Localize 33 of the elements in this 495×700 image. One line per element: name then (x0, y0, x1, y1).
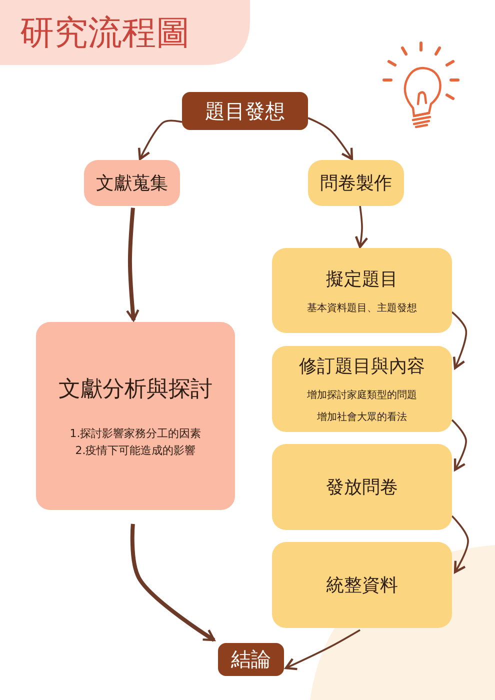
step-badge (218, 643, 284, 676)
arrow (284, 629, 360, 670)
step-title: 問卷製作 (320, 172, 392, 195)
process-box (272, 542, 452, 628)
step-note: 基本資料題目、主題發想 (307, 302, 417, 314)
step-note: 1.探討影響家務分工的因素 (70, 426, 202, 441)
step-title: 結論 (231, 646, 271, 673)
step-title: 擬定題目 (326, 268, 398, 290)
step-title: 題目發想 (205, 98, 285, 124)
step-note: 增加探討家庭類型的問題 (307, 388, 417, 402)
step-title: 修訂題目與內容 (299, 355, 425, 378)
step-title: 統整資料 (326, 574, 398, 597)
arrow (308, 117, 354, 160)
arrow (451, 419, 467, 471)
step-title: 文獻分析與探討 (58, 376, 212, 404)
arrow (451, 311, 468, 370)
arrow (130, 524, 216, 642)
step-badge (182, 92, 308, 130)
step-note: 增加社會大眾的看法 (317, 410, 407, 424)
arrow (138, 120, 182, 160)
process-box (272, 248, 452, 333)
arrow (126, 208, 140, 322)
title: 研究流程圖 (20, 12, 190, 55)
process-box (84, 160, 180, 206)
process-box (36, 322, 235, 510)
arrow (354, 206, 368, 248)
step-note: 2.疫情下可能造成的影響 (75, 443, 196, 458)
process-box (272, 444, 452, 530)
step-title: 發放問卷 (326, 476, 398, 499)
arrow (451, 515, 469, 574)
process-box (272, 346, 452, 432)
step-title: 文獻蒐集 (96, 172, 168, 195)
process-box (308, 160, 404, 206)
